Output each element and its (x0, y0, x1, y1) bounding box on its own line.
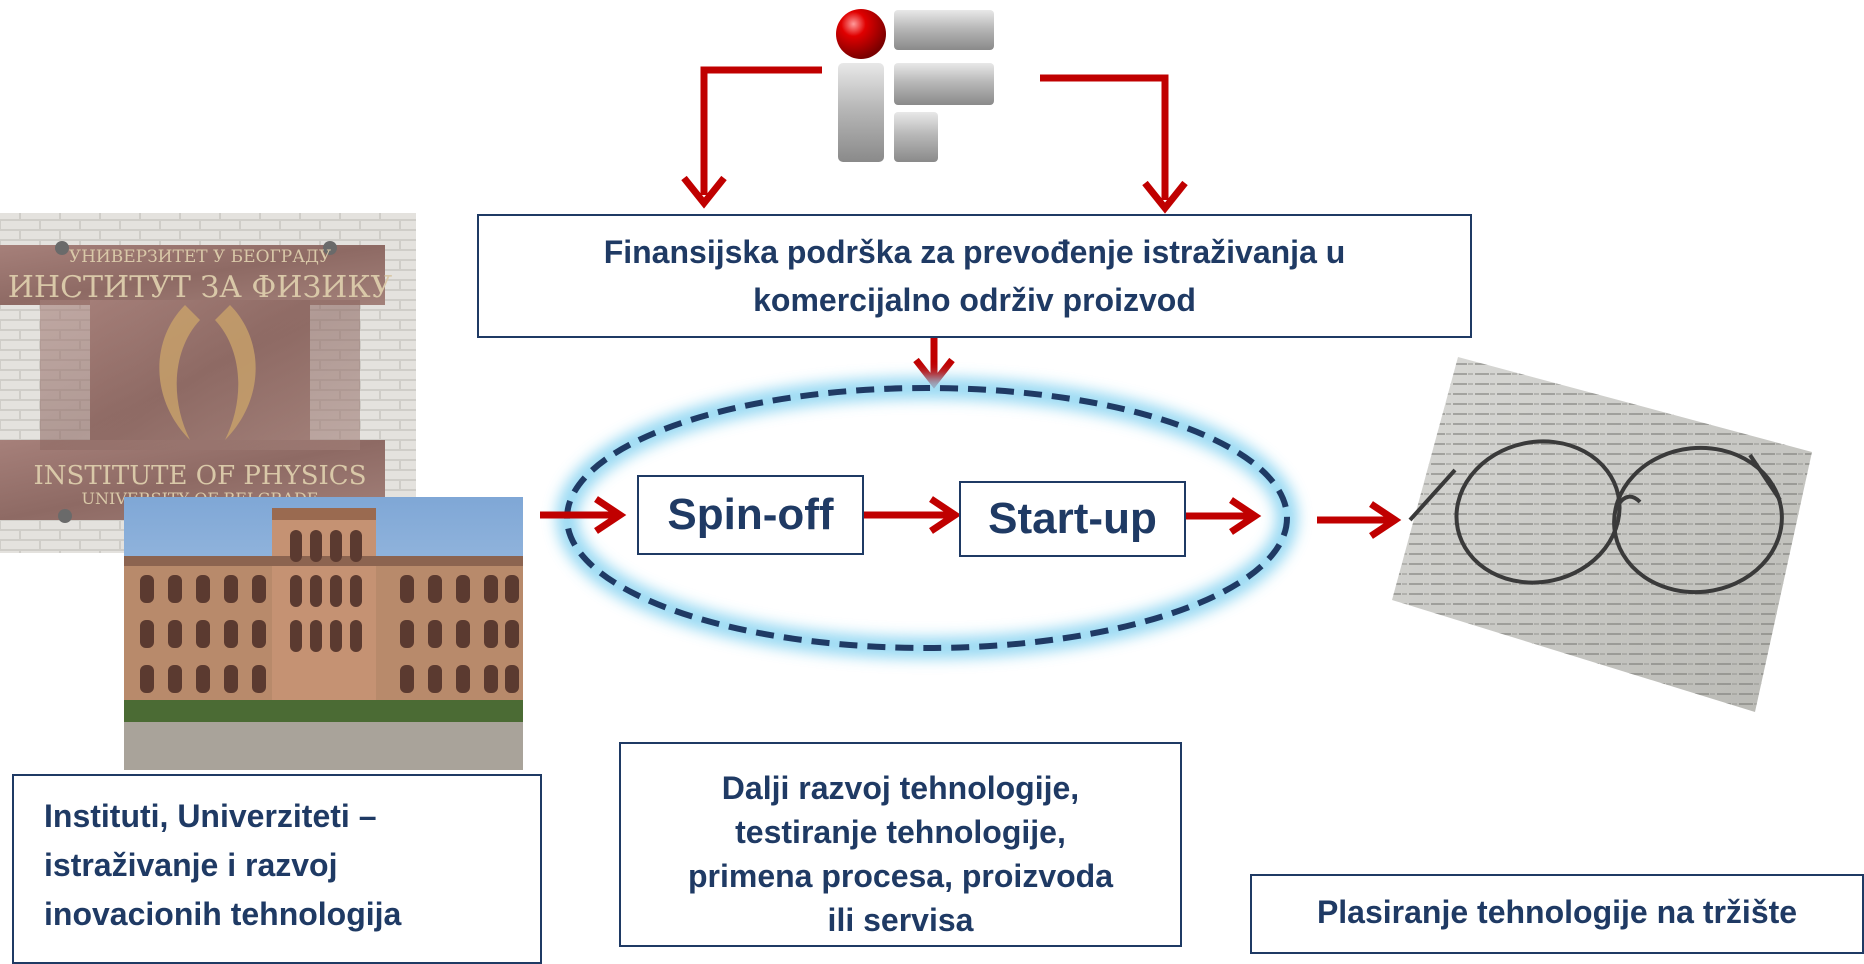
building-window (505, 665, 519, 693)
building-window (140, 575, 154, 603)
startup-to-ellipse-edge-arrow (1186, 497, 1262, 535)
building-window (224, 575, 238, 603)
building-window (290, 575, 302, 607)
market-label: Plasiranje tehnologije na tržište (1316, 894, 1798, 930)
building-window (168, 575, 182, 603)
building-window (224, 620, 238, 648)
startup-label: Start-up (988, 494, 1157, 543)
building-window (140, 665, 154, 693)
funding-line-1: Finansijska podrška za prevođenje istraž… (603, 234, 1346, 270)
development-box: Dalji razvoj tehnologije, testiranje teh… (619, 742, 1182, 947)
building-window (252, 665, 266, 693)
building-window (350, 575, 362, 607)
if-logo (836, 9, 994, 162)
building-window (330, 575, 342, 607)
building-window (484, 620, 498, 648)
building-window (140, 620, 154, 648)
building-window (400, 665, 414, 693)
building-window (428, 575, 442, 603)
building-window (350, 530, 362, 562)
development-line-4: ili servisa (827, 902, 974, 938)
building-window (505, 620, 519, 648)
building-window (330, 620, 342, 652)
building-window (456, 575, 470, 603)
building-window (196, 620, 210, 648)
building-window (290, 620, 302, 652)
development-line-1: Dalji razvoj tehnologije, (721, 770, 1080, 806)
plaque-text-1: УНИВЕРЗИТЕТ У БЕОГРАДУ (69, 247, 332, 267)
institutes-line-2: istraživanje i razvoj (44, 847, 338, 883)
building-window (428, 665, 442, 693)
building-window (456, 665, 470, 693)
institutes-box: Instituti, Univerziteti – istraživanje i… (12, 774, 542, 964)
logo-to-funding-arrows (681, 66, 1188, 214)
building-window (484, 575, 498, 603)
startup-box: Start-up (959, 481, 1186, 557)
building-window (505, 575, 519, 603)
building-window (456, 620, 470, 648)
building-window (224, 665, 238, 693)
building-window (168, 620, 182, 648)
development-line-2: testiranje tehnologije, (735, 814, 1066, 850)
institutes-line-3: inovacionih tehnologija (44, 896, 402, 932)
building-window (428, 620, 442, 648)
building-window (484, 665, 498, 693)
building-window (310, 575, 322, 607)
building-window (196, 665, 210, 693)
building-window (196, 575, 210, 603)
market-placement-box: Plasiranje tehnologije na tržište (1250, 874, 1864, 954)
building-window (330, 530, 342, 562)
building-window (290, 530, 302, 562)
ellipse-to-market-arrow (1317, 501, 1402, 539)
building-window (168, 665, 182, 693)
spinoff-box: Spin-off (637, 475, 864, 555)
building-window (252, 575, 266, 603)
plaque-text-2: ИНСТИТУТ ЗА ФИЗИКУ (8, 270, 393, 305)
building-windows (140, 530, 519, 693)
institutes-line-1: Instituti, Univerziteti – (44, 798, 377, 834)
building-window (310, 620, 322, 652)
building-window (400, 620, 414, 648)
building-window (350, 620, 362, 652)
funding-to-ellipse-arrow (913, 338, 955, 389)
spinoff-label: Spin-off (667, 490, 834, 539)
institutes-to-spinoff-arrow (540, 496, 627, 534)
funding-line-2: komercijalno održiv proizvod (753, 282, 1196, 318)
funding-support-box: Finansijska podrška za prevođenje istraž… (477, 214, 1472, 338)
building-window (310, 530, 322, 562)
newspaper-glasses-photo (1392, 357, 1812, 712)
plaque-text-3: INSTITUTE OF PHYSICS (33, 461, 366, 491)
institute-plaque-photo (0, 213, 416, 553)
spinoff-to-startup-arrow (864, 496, 962, 534)
plaque-inscription: УНИВЕРЗИТЕТ У БЕОГРАДУ ИНСТИТУТ ЗА ФИЗИК… (8, 247, 393, 508)
building-window (400, 575, 414, 603)
building-window (252, 620, 266, 648)
development-line-3: primena procesa, proizvoda (687, 858, 1113, 894)
